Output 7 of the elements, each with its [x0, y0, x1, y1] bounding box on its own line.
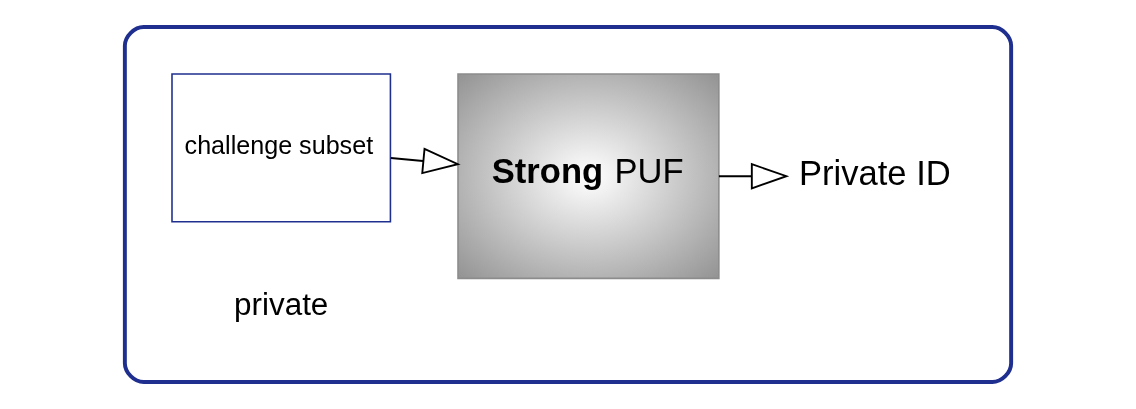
arrow: [718, 162, 790, 190]
arrow: [389, 147, 461, 175]
cluster: [122, 24, 1014, 385]
node-box: Strong PUF: [457, 73, 720, 280]
label: private: [234, 286, 329, 322]
node-text: Private ID: [799, 154, 951, 193]
node-box: challenge subset: [171, 73, 392, 223]
